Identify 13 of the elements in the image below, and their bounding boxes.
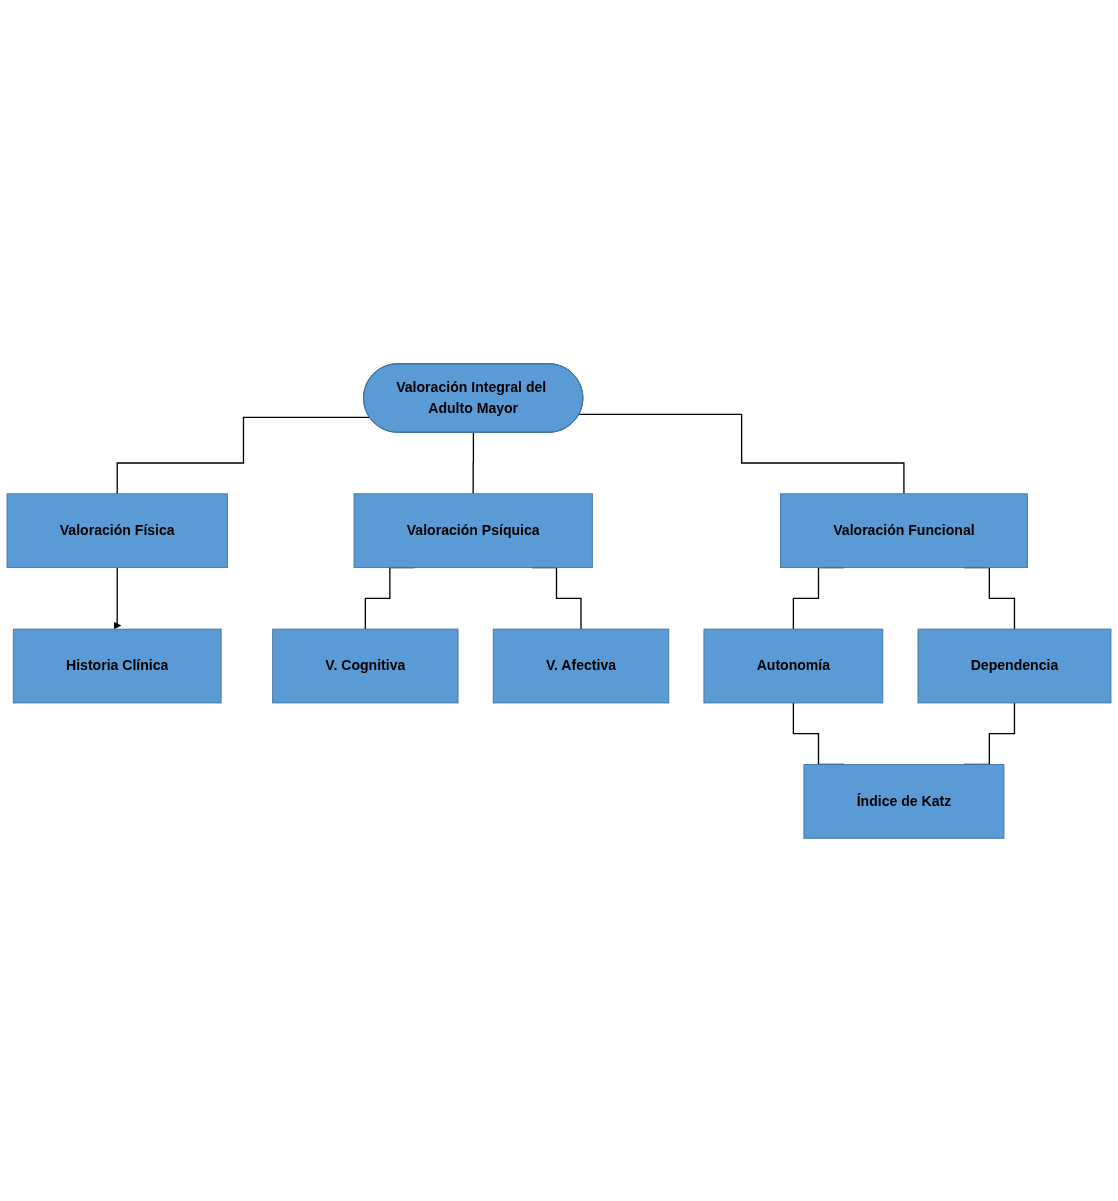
node-box: Valoración Psíquica [353,492,593,568]
node-box: Dependencia [917,628,1112,703]
node-box: V. Afectiva [492,628,670,703]
connector [578,413,905,494]
node-box: Historia Clínica [12,628,222,703]
node-box: V. Cognitiva [272,628,459,703]
node-box: Valoración Física [6,492,228,568]
node-box: Índice de Katz [803,763,1005,839]
arrow [113,566,122,629]
connector [116,416,371,494]
node-box: Autonomía [703,628,884,703]
node-box: Valoración Funcional [780,492,1028,568]
connector [472,431,475,494]
